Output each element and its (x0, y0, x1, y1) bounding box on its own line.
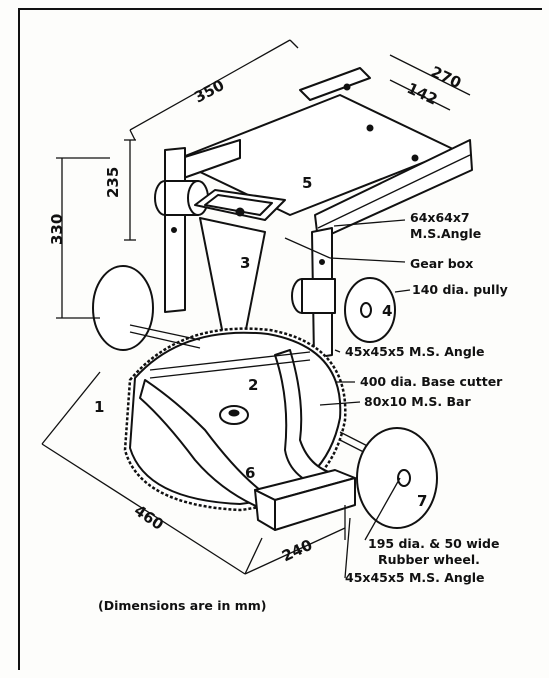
part-number-3: 3 (240, 254, 250, 272)
callout-gear-box: Gear box (410, 256, 473, 271)
dimension-350: 350 (191, 76, 227, 107)
dimension-240: 240 (279, 536, 315, 566)
dimension-330: 330 (48, 214, 66, 245)
drawing-border (18, 8, 542, 670)
pulley (344, 277, 396, 343)
dimensions-caption: (Dimensions are in mm) (98, 598, 267, 613)
part-number-5: 5 (302, 174, 312, 192)
dimension-460: 460 (131, 501, 167, 533)
base-frame (139, 349, 356, 531)
callout-64-angle-material: M.S.Angle (410, 226, 481, 241)
dimension-142: 142 (404, 79, 440, 109)
callout-wheel-type: Rubber wheel. (378, 552, 480, 567)
callout-ms-bar: 80x10 M.S. Bar (364, 394, 471, 409)
dimension-235: 235 (104, 167, 122, 198)
part-number-2: 2 (248, 376, 258, 394)
callout-45-angle-top: 45x45x5 M.S. Angle (345, 344, 485, 359)
part-number-7: 7 (417, 492, 427, 510)
part-number-1: 1 (94, 398, 104, 416)
leader-lines (284, 219, 411, 579)
part-number-6: 6 (245, 464, 255, 482)
right-wheel (339, 427, 438, 529)
callout-45-angle-bottom: 45x45x5 M.S. Angle (345, 570, 485, 585)
part-number-4: 4 (382, 302, 392, 320)
callout-pully: 140 dia. pully (412, 282, 508, 297)
callout-base-cutter: 400 dia. Base cutter (360, 374, 503, 389)
dimension-270: 270 (428, 63, 464, 93)
callout-64-angle-size: 64x64x7 (410, 210, 470, 225)
callout-wheel-size: 195 dia. & 50 wide (368, 536, 499, 551)
left-wheel (92, 265, 201, 351)
dimension-lines (41, 39, 471, 575)
